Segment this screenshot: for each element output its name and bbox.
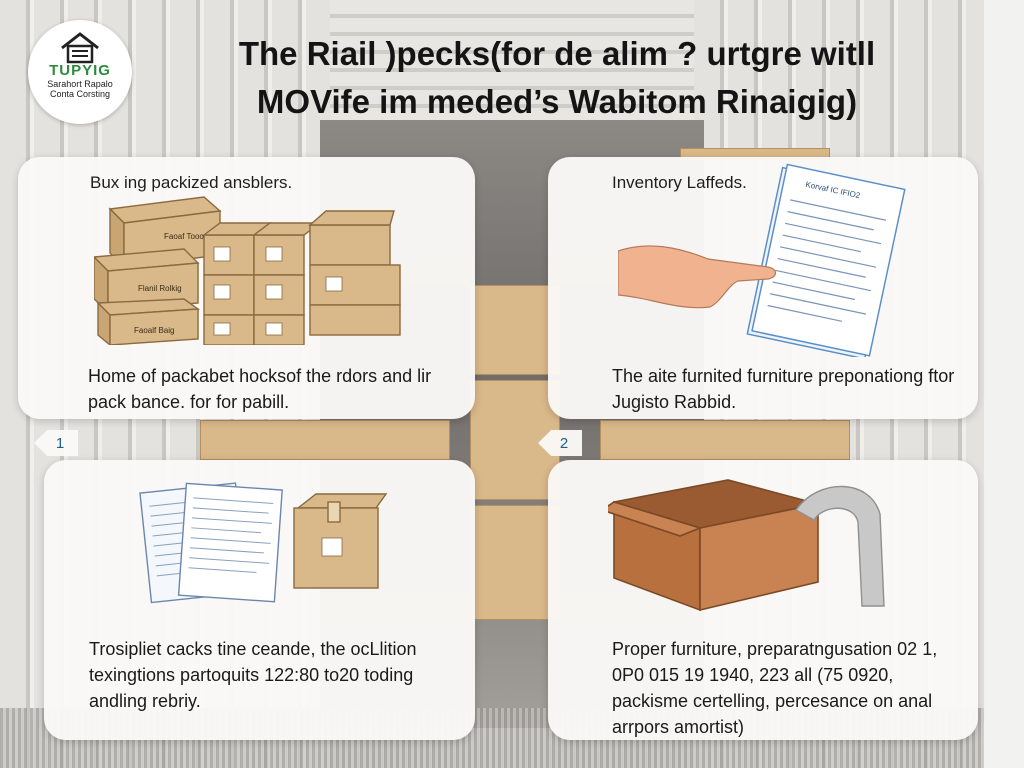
card-caption: Proper furniture, preparatngusation 02 1… <box>612 639 938 737</box>
logo-tagline-1: Sarahort Rapalo <box>47 79 113 89</box>
truck-edge <box>984 0 1024 768</box>
background-box <box>470 285 560 375</box>
card-title: Bux ing packized ansblers. <box>90 173 293 192</box>
heading-line-2: MOVife im meded’s Wabitom Rinaigig) <box>256 83 858 120</box>
pointing-hand-icon <box>618 245 777 309</box>
card-title: Inventory Laffeds. <box>612 173 747 192</box>
card-caption: Home of packabet hocksof the rdors and l… <box>88 366 432 412</box>
page-heading: The Riail )pecks(for de alim ? urtgre wi… <box>150 32 964 124</box>
card-furniture-preparation: Proper furniture, preparatngusation 02 1… <box>548 460 978 740</box>
card-caption: Trosipliet cacks tine ceande, the ocLlit… <box>89 639 417 711</box>
box-label: Faoalf Baig <box>134 326 174 335</box>
card-transport-documents: Trosipliet cacks tine ceande, the ocLlit… <box>44 460 475 740</box>
tube-icon <box>794 485 885 607</box>
heading-line-1: The Riail )pecks(for de alim ? urtgre wi… <box>238 35 876 72</box>
logo-brand: TUPYIG <box>49 62 111 79</box>
box-label: Faoaf Tooo <box>164 232 204 241</box>
cardboard-boxes-illustration: Faoaf Tooo Flanil Rolkig Faoalf Baig <box>94 196 401 345</box>
card-inventory-list: Inventory Laffeds. Korvaf IC IFIO2 The a… <box>548 157 978 419</box>
background-box <box>600 420 850 460</box>
card-caption: The aite furnited furniture preponationg… <box>612 366 955 412</box>
inventory-document-illustration: Korvaf IC IFIO2 <box>618 163 906 357</box>
open-box-and-tube-illustration <box>608 479 885 612</box>
box-label: Flanil Rolkig <box>138 284 182 293</box>
background-box <box>470 505 560 620</box>
card-packing-boxes: Bux ing packized ansblers. <box>18 157 475 419</box>
logo-tagline-2: Conta Corsting <box>49 89 111 99</box>
background-box <box>200 420 450 460</box>
house-icon <box>61 32 99 64</box>
documents-and-box-illustration <box>139 482 388 604</box>
company-logo: TUPYIG Sarahort Rapalo Conta Corsting <box>28 20 132 124</box>
